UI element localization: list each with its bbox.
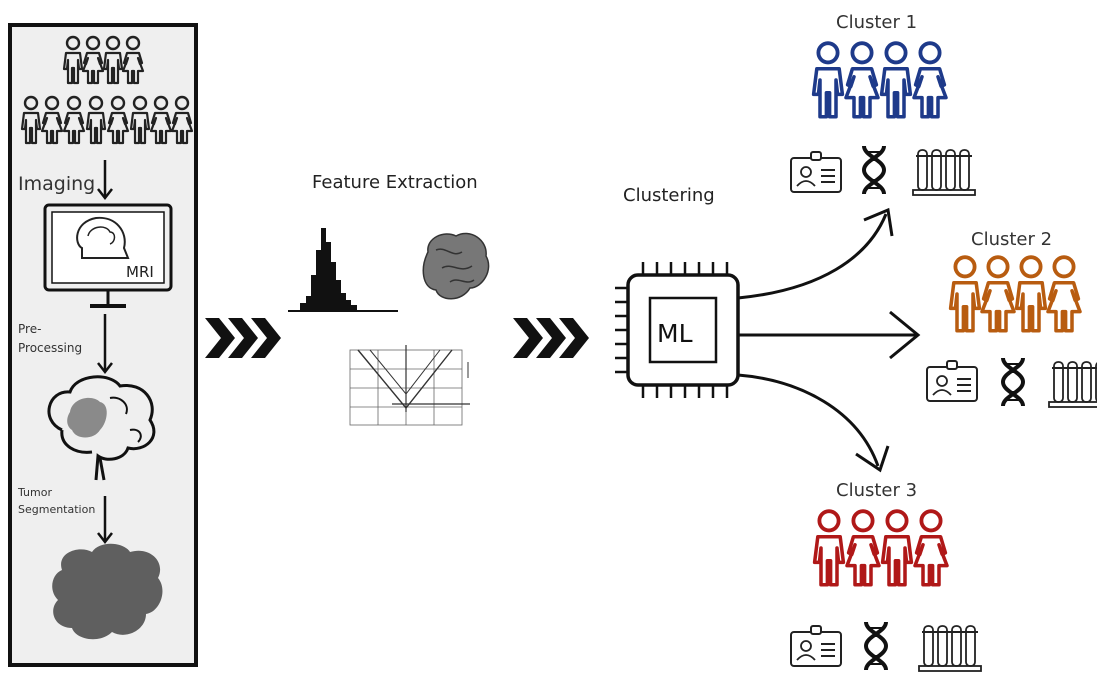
tumor-3d-icon <box>422 232 490 300</box>
id-card-icon <box>790 151 842 193</box>
dna-icon <box>862 144 886 196</box>
ml-label: ML <box>657 319 693 348</box>
cluster-3-label: Cluster 3 <box>836 480 917 501</box>
dna-icon <box>864 620 888 672</box>
test-tubes-icon <box>1048 361 1097 408</box>
arrow-icon <box>737 207 921 473</box>
dna-icon <box>1001 356 1025 408</box>
cluster-1-label: Cluster 1 <box>836 12 917 33</box>
step-segmentation-label-1: Tumor <box>17 486 52 499</box>
chip-icon <box>615 262 740 398</box>
chevron-arrows-icon <box>205 318 281 358</box>
histogram-icon <box>288 228 398 312</box>
cluster-3-people <box>812 509 949 587</box>
cluster-2-label: Cluster 2 <box>971 229 1052 250</box>
cluster-2-people <box>948 255 1082 333</box>
id-card-icon <box>790 625 842 667</box>
feature-extraction-label: Feature Extraction <box>312 172 478 193</box>
id-card-icon <box>926 360 978 402</box>
brain-icon <box>47 375 156 481</box>
step-imaging-label: Imaging <box>18 173 95 195</box>
clustering-label: Clustering <box>623 185 715 206</box>
step-segmentation-label-2: Segmentation <box>18 503 95 516</box>
chevron-arrows-icon <box>513 318 589 358</box>
segmented-tumor <box>52 543 163 640</box>
cluster-1-people <box>811 41 948 119</box>
tumor-icon <box>67 397 107 438</box>
monitor-icon <box>43 203 173 308</box>
mri-label: MRI <box>126 263 154 281</box>
test-tubes-icon <box>918 625 982 672</box>
test-tubes-icon <box>912 149 976 196</box>
step-preprocessing-label-1: Pre- <box>18 322 41 336</box>
step-preprocessing-label-2: Processing <box>18 341 82 355</box>
glcm-matrix-icon <box>349 345 470 426</box>
